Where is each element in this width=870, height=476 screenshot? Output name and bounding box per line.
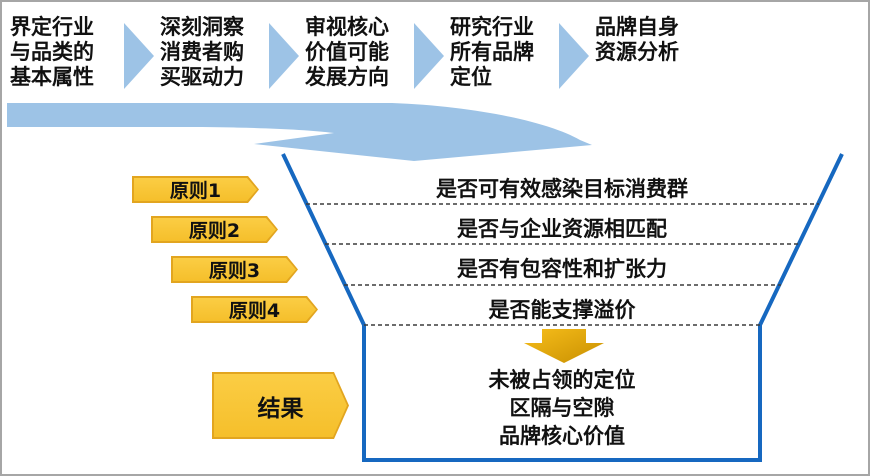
criterion-text-1: 是否可有效感染目标消费群: [436, 177, 688, 201]
step-line: 发展方向: [305, 65, 389, 89]
principle-tag-4: 原则4: [191, 296, 318, 323]
step-line: 审视核心: [305, 15, 389, 39]
principle-tag-label: 原则4: [193, 298, 316, 321]
result-line: 未被占领的定位: [488, 368, 636, 392]
criterion-text-3: 是否有包容性和扩张力: [457, 257, 667, 281]
process-step-4: 研究行业 所有品牌 定位: [450, 15, 562, 90]
result-tag: 结果: [212, 372, 349, 439]
step-line: 品牌自身: [595, 15, 679, 39]
chevron-right-icon: [414, 23, 444, 89]
step-line: 定位: [450, 65, 492, 89]
step-line: 消费者购: [160, 40, 244, 64]
process-step-3: 审视核心 价值可能 发展方向: [305, 15, 417, 90]
principle-tag-label: 原则3: [173, 258, 296, 281]
process-step-5: 品牌自身 资源分析: [595, 15, 707, 65]
result-line: 区隔与空隙: [509, 396, 615, 420]
result-line: 品牌核心价值: [499, 424, 625, 448]
step-line: 资源分析: [595, 40, 679, 64]
principle-tag-label: 原则2: [153, 218, 276, 241]
step-line: 价值可能: [305, 40, 389, 64]
criterion-text-2: 是否与企业资源相匹配: [457, 217, 667, 241]
process-step-1: 界定行业 与品类的 基本属性: [10, 15, 122, 90]
step-line: 界定行业: [10, 15, 94, 39]
chevron-right-icon: [269, 23, 299, 89]
principle-tag-3: 原则3: [171, 256, 298, 283]
curved-down-arrow-shape: [7, 103, 592, 161]
step-line: 深刻洞察: [160, 15, 244, 39]
step-line: 基本属性: [10, 65, 94, 89]
chevron-right-icon: [559, 23, 589, 89]
step-line: 与品类的: [10, 40, 94, 64]
funnel-outline: [281, 153, 844, 462]
result-tag-label: 结果: [214, 374, 347, 437]
principle-tag-1: 原则1: [132, 176, 259, 203]
step-line: 买驱动力: [160, 65, 244, 89]
chevron-right-icon: [124, 23, 154, 89]
step-line: 所有品牌: [450, 40, 534, 64]
result-text: 未被占领的定位 区隔与空隙 品牌核心价值: [364, 366, 760, 450]
step-line: 研究行业: [450, 15, 534, 39]
criterion-text-4: 是否能支撑溢价: [488, 298, 636, 322]
process-step-2: 深刻洞察 消费者购 买驱动力: [160, 15, 272, 90]
principle-tag-2: 原则2: [151, 216, 278, 243]
down-arrow-icon: [524, 329, 604, 363]
principle-tag-label: 原则1: [134, 178, 257, 201]
